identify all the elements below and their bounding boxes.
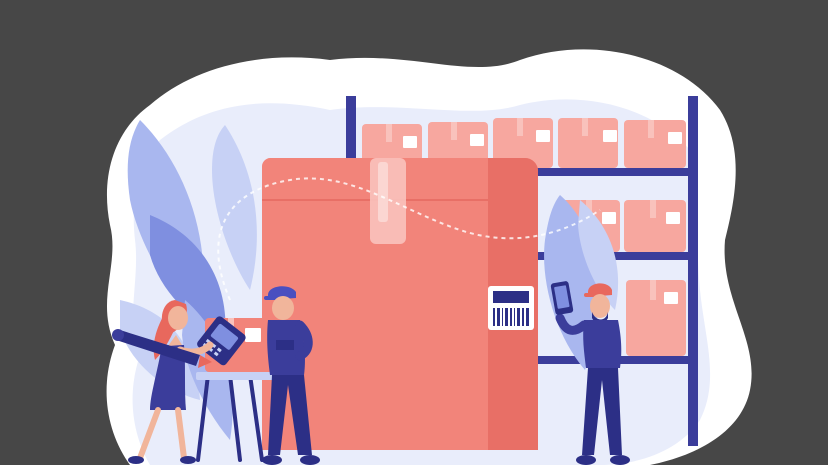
shelf-boxes-top: [362, 118, 686, 168]
easel-tray: [196, 372, 274, 380]
tablet-icon: [550, 281, 574, 315]
leaf-left-low: [150, 215, 226, 340]
giant-pen: [112, 329, 212, 368]
easel-stand: [196, 373, 264, 462]
leaf-right-small: [578, 200, 619, 310]
barcode-icon: [403, 130, 682, 148]
shelf-boxes-bottom: [626, 280, 686, 356]
worker-woman: [128, 300, 214, 464]
qr-label-icon: [488, 286, 534, 330]
worker-man-right: [555, 283, 630, 465]
dashed-flight-path: [217, 177, 601, 301]
worker-man-center: [262, 286, 320, 465]
large-cardboard-box: [262, 158, 538, 450]
